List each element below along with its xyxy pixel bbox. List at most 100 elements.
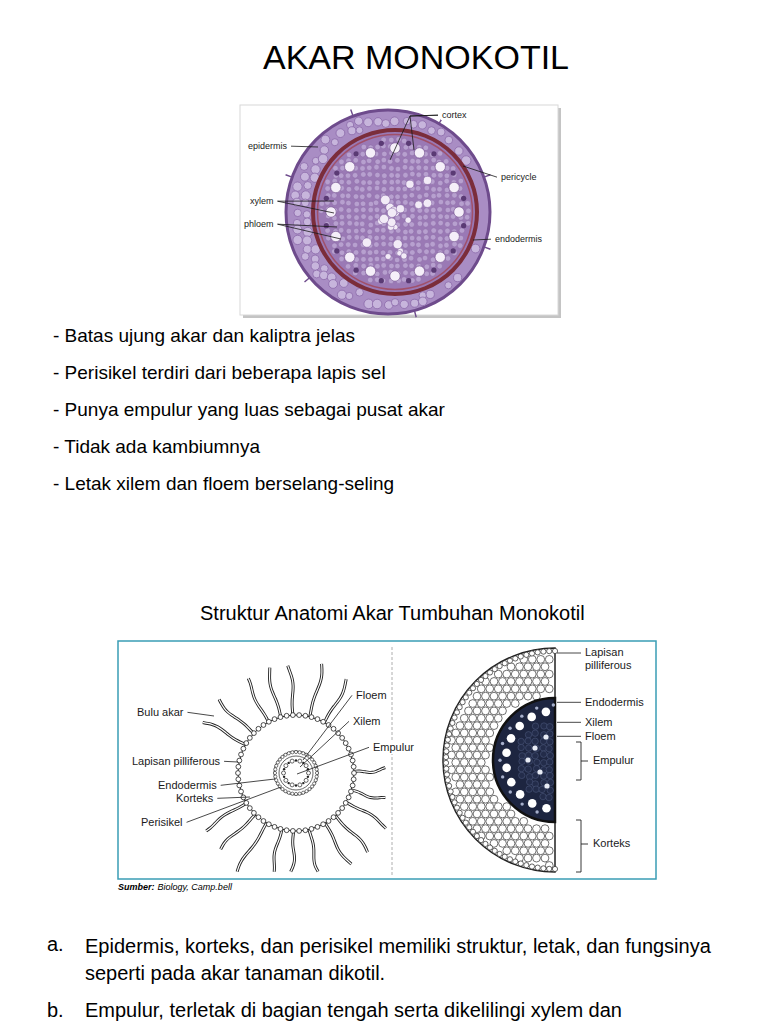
- pith-cell: [354, 178, 360, 184]
- cortex-cell: [490, 707, 498, 715]
- pith-cell: [373, 249, 379, 255]
- pith-cell: [339, 214, 345, 220]
- cortex-cell: [303, 211, 310, 218]
- leader-line: [217, 797, 250, 798]
- phloem-group: [354, 151, 359, 156]
- phloem-group: [431, 151, 436, 156]
- cortex-cell: [541, 663, 549, 671]
- pith-cell: [388, 241, 394, 247]
- pith-cell: [353, 194, 359, 200]
- pith-cell: [354, 207, 360, 213]
- leader-line: [557, 736, 581, 737]
- root-hair: [350, 790, 385, 798]
- pith-cell: [389, 263, 395, 269]
- cortex-cell: [477, 714, 485, 722]
- cortex-cell: [473, 781, 481, 789]
- stele-disk: [313, 130, 477, 294]
- bullet-point: - Letak xilem dan floem berselang-seling: [53, 473, 394, 495]
- cortex-cell: [494, 803, 502, 811]
- epidermis-cell: [524, 863, 529, 868]
- pith-cell: [374, 227, 380, 233]
- pith-cell: [381, 164, 387, 170]
- epidermis-cell: [309, 715, 314, 720]
- cortex-cell: [511, 685, 519, 693]
- cortex-cell: [473, 751, 481, 759]
- epidermis-cell: [478, 677, 483, 682]
- cortex-cell: [499, 692, 507, 700]
- endodermis-cell: [294, 792, 297, 795]
- phloem-bundle: [302, 782, 304, 784]
- anatomy-figure: [118, 641, 656, 879]
- pith-cell: [345, 173, 351, 179]
- pith-cell: [445, 207, 451, 213]
- pith-cell: [367, 186, 373, 192]
- cortex-cell: [494, 832, 502, 840]
- pith-cell: [424, 264, 430, 270]
- xylem-vessel: [542, 804, 551, 813]
- root-hair: [353, 768, 385, 773]
- endodermis-cell: [287, 791, 290, 794]
- pith-cell: [416, 165, 422, 171]
- pith-cell: [525, 738, 531, 744]
- pith-cell: [354, 221, 360, 227]
- cortex-cell: [541, 678, 549, 686]
- root-hair: [309, 829, 318, 872]
- pith-cell: [416, 172, 422, 178]
- cortex-cell: [426, 290, 434, 298]
- pith-cell: [431, 157, 437, 163]
- pith-cell: [361, 207, 367, 213]
- pith-cell: [367, 229, 373, 235]
- cortex-cell: [445, 282, 452, 289]
- phloem-group: [406, 141, 411, 146]
- cortex-cell: [391, 299, 398, 306]
- pith-cell: [532, 723, 538, 729]
- pith-cell: [444, 242, 450, 248]
- cortex-cell: [486, 817, 494, 825]
- pith-cell: [424, 185, 430, 191]
- pith-cell: [409, 165, 415, 171]
- pith-cell: [422, 255, 428, 261]
- pith-cell: [339, 256, 345, 262]
- cortex-cells: [291, 117, 480, 309]
- cortex-cell: [473, 692, 481, 700]
- pith-cell: [438, 229, 444, 235]
- cortex-cell: [490, 810, 498, 818]
- pith-cell: [525, 766, 531, 772]
- phloem-group: [379, 141, 384, 146]
- pith-vessel: [401, 253, 407, 259]
- endodermis-cell: [276, 761, 279, 764]
- pith-cell: [389, 173, 395, 179]
- pith-vessel: [385, 253, 391, 259]
- cortex-cell: [482, 707, 490, 715]
- xylem-vessel: [390, 271, 400, 281]
- cortex-cell: [537, 847, 545, 855]
- pith-cell: [333, 165, 339, 171]
- pith-cell: [409, 235, 415, 241]
- leader-line: [300, 721, 349, 767]
- epidermis-cell: [447, 783, 452, 788]
- root-hair: [353, 768, 385, 773]
- pith-cell: [361, 249, 367, 255]
- xylem-vessel: [331, 231, 341, 241]
- epidermis-cell: [467, 690, 472, 695]
- pith-cell: [402, 194, 408, 200]
- epidermis-cell: [256, 815, 261, 820]
- cortex-cell: [473, 722, 481, 730]
- xylem-vessel: [345, 252, 355, 262]
- epidermis-cell: [541, 649, 546, 654]
- epidermis-cell: [239, 789, 244, 794]
- pith-cell: [352, 173, 358, 179]
- cortex-cell: [469, 803, 477, 811]
- cortex-cell: [390, 117, 399, 126]
- xylem-vessel: [502, 748, 511, 757]
- pith-vessel: [415, 201, 423, 209]
- phloem-group: [501, 775, 504, 778]
- phloem-group: [508, 727, 511, 730]
- cortex-cell: [301, 253, 309, 261]
- cortex-cell: [482, 795, 490, 803]
- cortex-cell: [469, 714, 477, 722]
- cortex-cell: [293, 235, 302, 244]
- cortex-cell: [293, 182, 302, 191]
- cortex-cell: [482, 751, 490, 759]
